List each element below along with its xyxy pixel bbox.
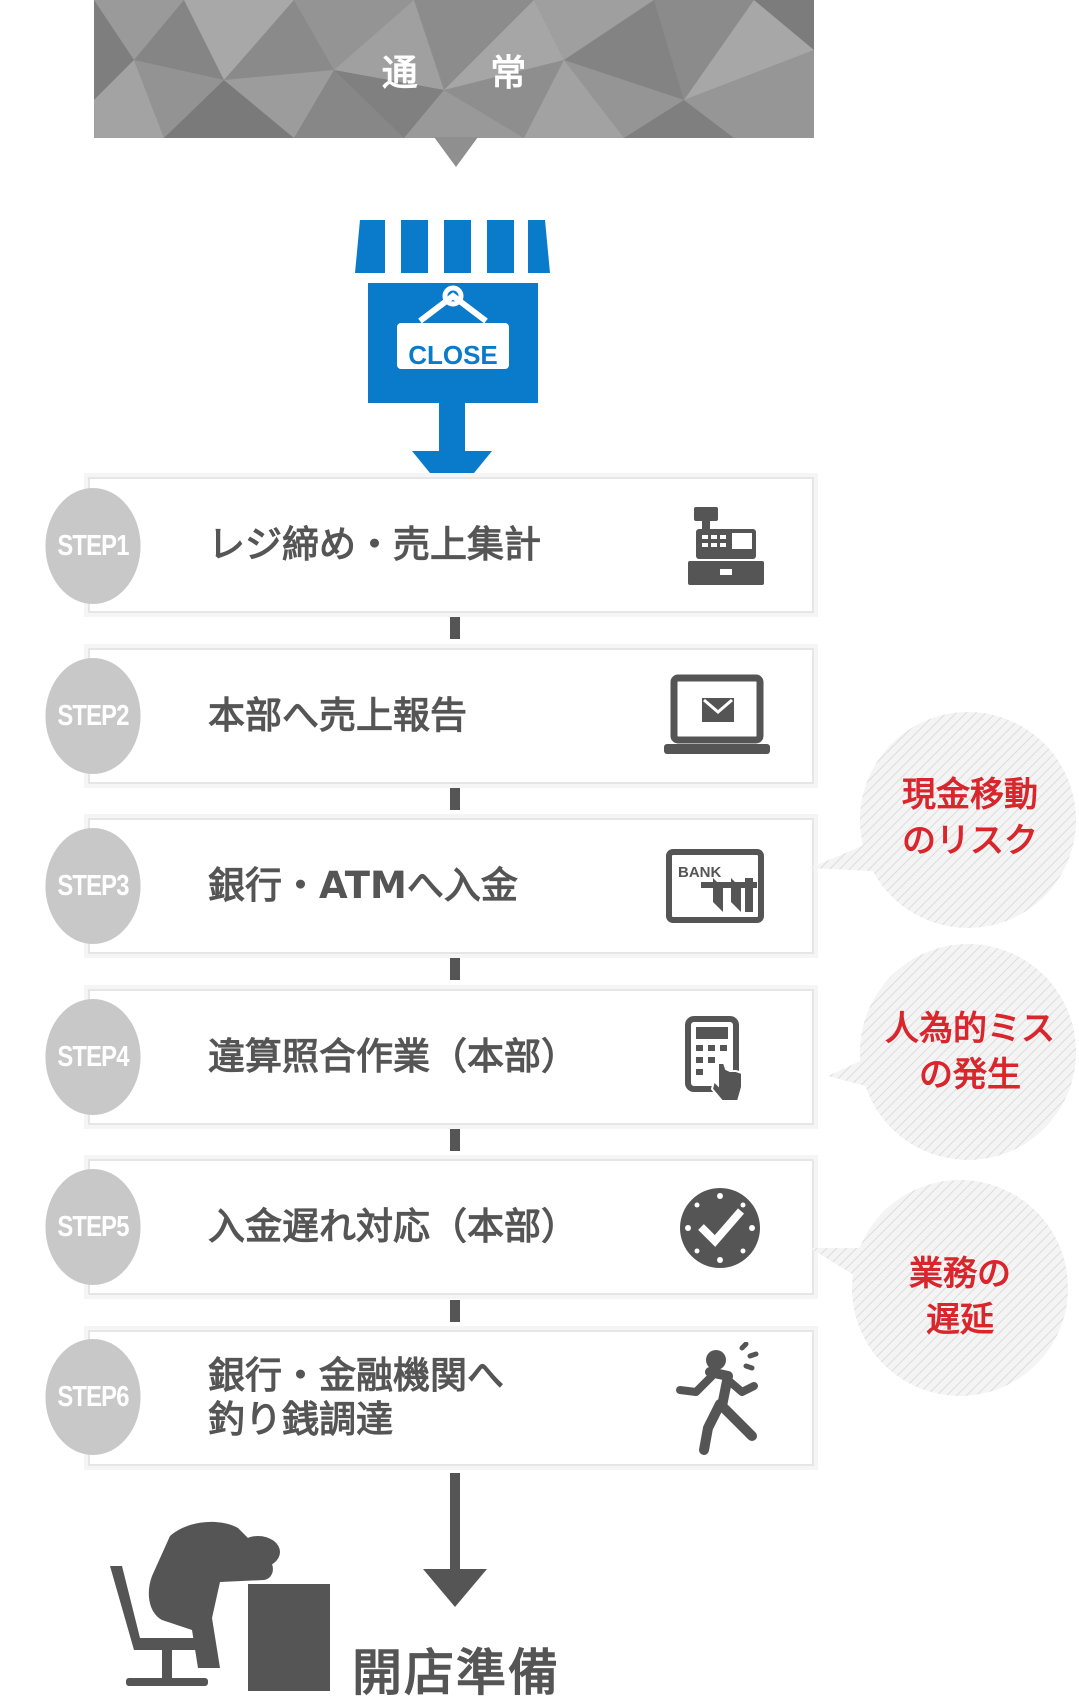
exhausted-worker-icon	[110, 1521, 330, 1691]
header-pointer	[434, 137, 478, 167]
down-arrow-icon	[423, 1473, 487, 1607]
risk-bubble-1	[810, 712, 1076, 928]
cash-register-icon	[688, 507, 764, 585]
step-label: 銀行・ATMへ入金	[208, 864, 518, 907]
step-connector	[450, 958, 460, 980]
step-connector	[450, 617, 460, 639]
shop-close-icon	[355, 220, 550, 500]
bank-icon	[666, 849, 764, 923]
close-sign-label: CLOSE	[408, 340, 498, 370]
step-badge-4: STEP4	[45, 999, 141, 1115]
clock-check-icon	[680, 1188, 760, 1268]
step-card-5: 入金遅れ対応（本部）	[88, 1159, 814, 1295]
step-card-4: 違算照合作業（本部）	[88, 989, 814, 1125]
calculator-icon	[685, 1016, 743, 1102]
step-badge-3: STEP3	[45, 828, 141, 944]
risk-bubble-3	[810, 1180, 1068, 1396]
step-label: レジ締め・売上集計	[208, 523, 541, 566]
risk-bubble-2	[828, 944, 1076, 1160]
step-badge-6: STEP6	[45, 1339, 141, 1455]
header-title: 通 常	[381, 53, 557, 94]
step-label: 本部へ売上報告	[208, 694, 467, 737]
step-card-2: 本部へ売上報告	[88, 648, 814, 784]
step-label: 違算照合作業（本部）	[208, 1035, 578, 1078]
polygon-pattern	[94, 0, 814, 138]
step-connector	[450, 788, 460, 810]
risk-label-2: 人為的ミス の発生	[885, 1009, 1055, 1095]
step-connector	[450, 1300, 460, 1322]
running-person-icon	[676, 1342, 759, 1455]
risk-label-1: 現金移動 のリスク	[902, 775, 1038, 861]
goal-label: 開店準備	[352, 1644, 560, 1702]
step-label: 銀行・金融機関へ 釣り銭調達	[208, 1354, 504, 1441]
step-badge-2: STEP2	[45, 658, 141, 774]
step-label: 入金遅れ対応（本部）	[208, 1205, 578, 1248]
step-badge-5: STEP5	[45, 1169, 141, 1285]
step-card-6: 銀行・金融機関へ 釣り銭調達	[88, 1330, 814, 1466]
step-card-3: 銀行・ATMへ入金 BANK	[88, 818, 814, 954]
bank-icon-text: BANK	[678, 864, 722, 881]
step-badge-1: STEP1	[45, 488, 141, 604]
risk-label-3: 業務の 遅延	[909, 1254, 1011, 1340]
laptop-mail-icon	[664, 674, 770, 754]
step-card-1: レジ締め・売上集計	[88, 477, 814, 613]
step-connector	[450, 1129, 460, 1151]
header-banner: 通 常	[94, 0, 814, 138]
risk-bubbles	[810, 712, 1076, 1396]
